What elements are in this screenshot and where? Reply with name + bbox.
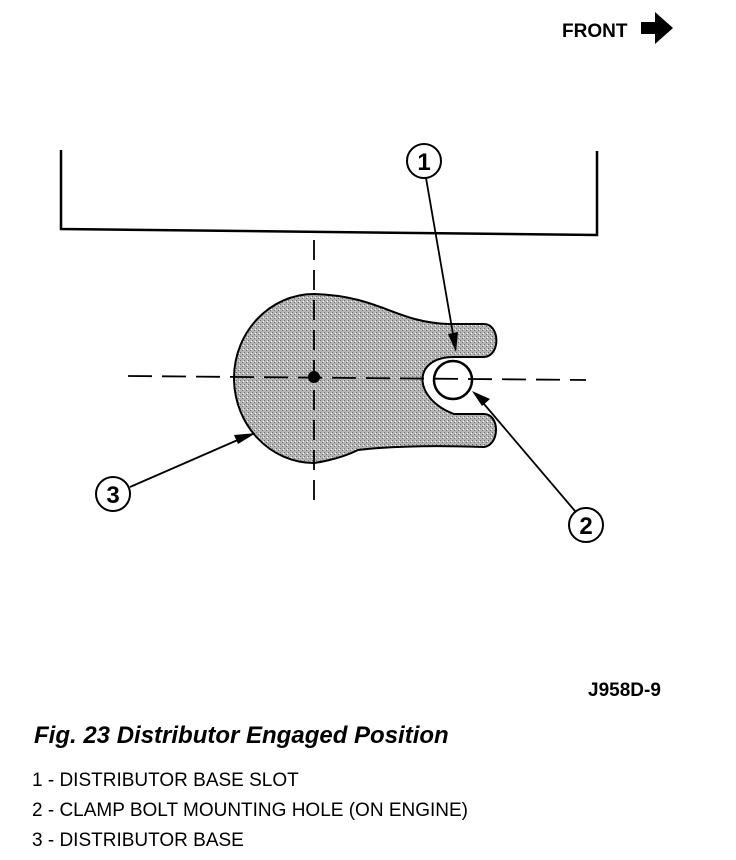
callout-2-number: 2 bbox=[579, 513, 592, 540]
legend-item: 3 - DISTRIBUTOR BASE bbox=[32, 830, 244, 851]
legend-item: 1 - DISTRIBUTOR BASE SLOT bbox=[32, 770, 299, 791]
legend-item: 2 - CLAMP BOLT MOUNTING HOLE (ON ENGINE) bbox=[32, 800, 469, 821]
callout-3-number: 3 bbox=[106, 482, 119, 509]
callout-3-circle bbox=[95, 476, 131, 512]
center-point bbox=[308, 371, 320, 383]
callout-1-circle bbox=[406, 143, 442, 179]
distributor-diagram: FRONT 1 2 3 J958D-9 bbox=[59, 12, 673, 701]
callout-1-number: 1 bbox=[417, 149, 430, 176]
horizontal-center-line bbox=[127, 375, 587, 381]
callout-2-arrowhead bbox=[472, 391, 490, 406]
callout-2-circle bbox=[568, 507, 604, 543]
distributor-base bbox=[232, 292, 498, 465]
engine-block-outline bbox=[59, 150, 599, 237]
callout-1-leader bbox=[425, 177, 454, 335]
callout-1-arrowhead bbox=[448, 332, 458, 352]
callout-2-leader bbox=[483, 403, 576, 512]
figure-caption: Fig. 23 Distributor Engaged Position bbox=[34, 722, 449, 749]
callout-3-leader bbox=[129, 438, 241, 488]
clamp-bolt-hole bbox=[432, 359, 474, 401]
legend-list: 1 - DISTRIBUTOR BASE SLOT 2 - CLAMP BOLT… bbox=[32, 766, 468, 856]
callout-3-arrowhead bbox=[234, 433, 256, 444]
front-label: FRONT bbox=[562, 21, 628, 42]
right-arrow-icon bbox=[641, 12, 673, 44]
figure-code: J958D-9 bbox=[588, 680, 661, 701]
